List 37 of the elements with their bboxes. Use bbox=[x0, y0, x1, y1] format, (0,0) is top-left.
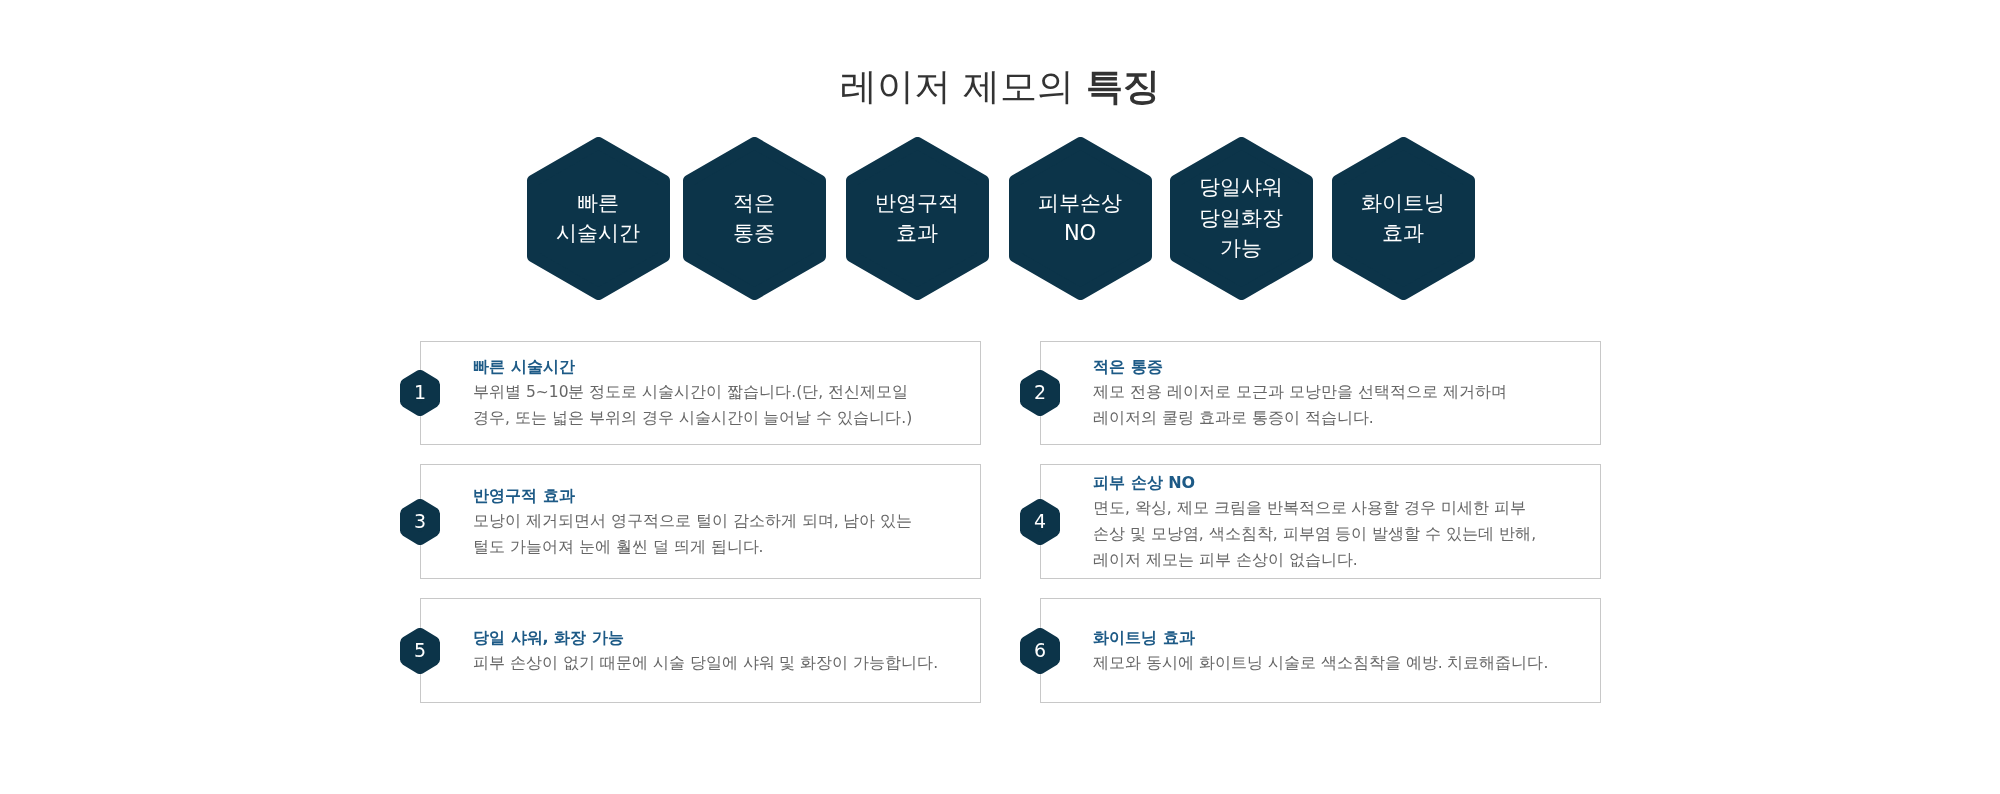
card-description: 제모 전용 레이저로 모근과 모낭만을 선택적으로 제거하며 레이저의 쿨링 효과로 통증이 적습니다. bbox=[1093, 382, 1508, 429]
hexagon-badge bbox=[526, 136, 670, 300]
card-heading: 당일 샤워, 화장 가능 bbox=[473, 626, 625, 649]
badge-label: 적은 통증 bbox=[732, 189, 776, 247]
number-badge bbox=[1020, 498, 1060, 545]
card-heading: 화이트닝 효과 bbox=[1093, 626, 1196, 649]
badge-label: 화이트닝 효과 bbox=[1360, 189, 1446, 247]
number-badge bbox=[1020, 370, 1060, 416]
card-description: 모낭이 제거되면서 영구적으로 털이 감소하게 되며, 남아 있는 털도 가늘어져 눈에 훨씬 덜 띄게 됩니다. bbox=[473, 510, 914, 558]
title: 레이저 제모의 특징 bbox=[839, 64, 1161, 110]
number-badge bbox=[400, 370, 440, 416]
number-badge bbox=[400, 627, 440, 674]
badge-label: 빠른 시술시간 bbox=[555, 189, 641, 247]
card-description: 제모와 동시에 화이트닝 시술로 색소침착을 예방. 치료해줍니다. bbox=[1093, 652, 1550, 674]
number-label: 4 bbox=[1032, 508, 1048, 534]
number-badge bbox=[1020, 627, 1060, 674]
hexagon-badge bbox=[682, 136, 826, 300]
hexagon-badge bbox=[1008, 136, 1152, 300]
badge-label: 당일샤워 당일화장 가능 bbox=[1198, 174, 1284, 263]
hexagon-badge bbox=[845, 136, 989, 300]
number-label: 5 bbox=[412, 637, 428, 663]
number-label: 2 bbox=[1032, 380, 1048, 406]
card-heading: 반영구적 효과 bbox=[473, 484, 576, 507]
number-badge bbox=[400, 498, 440, 545]
number-label: 1 bbox=[412, 380, 428, 406]
card-heading: 빠른 시술시간 bbox=[473, 356, 576, 378]
card-description: 피부 손상이 없기 때문에 시술 당일에 샤워 및 화장이 가능합니다. bbox=[473, 652, 940, 674]
hexagon-badge bbox=[1331, 136, 1475, 300]
card-heading: 피부 손상 NO bbox=[1093, 471, 1197, 494]
hexagon-badge bbox=[1169, 136, 1313, 300]
number-label: 3 bbox=[412, 508, 428, 534]
card-description: 면도, 왁싱, 제모 크림을 반복적으로 사용할 경우 미세한 피부 손상 및 모낭염, 색소침착, 피부염 등이 발생할 수 있는데 반해, 레이저 제모는 피부 손상이 없습니다. bbox=[1093, 497, 1538, 571]
card-description: 부위별 5~10분 정도로 시술시간이 짧습니다.(단, 전신제모일 경우, 또는 넓은 부위의 경우 시술시간이 늘어날 수 있습니다.) bbox=[473, 382, 914, 429]
card-heading: 적은 통증 bbox=[1093, 356, 1164, 378]
badge-label: 반영구적 효과 bbox=[874, 189, 960, 247]
number-label: 6 bbox=[1032, 637, 1048, 663]
badge-label: 피부손상 NO bbox=[1037, 189, 1123, 247]
